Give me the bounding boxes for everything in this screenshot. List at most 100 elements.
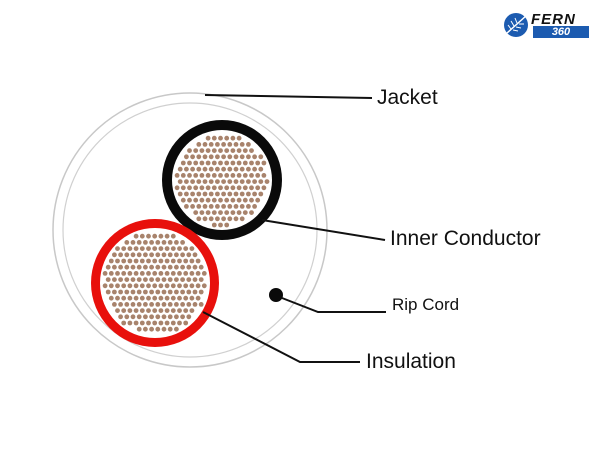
copper-strand: [193, 173, 199, 178]
copper-strand: [199, 197, 205, 203]
copper-strand: [205, 148, 211, 154]
copper-strand: [246, 166, 251, 172]
copper-strand: [143, 314, 148, 320]
copper-strand: [184, 166, 189, 172]
copper-strand: [130, 277, 136, 282]
copper-strand: [115, 246, 120, 252]
copper-strand: [152, 258, 158, 264]
copper-strand: [143, 264, 148, 270]
copper-strand: [152, 271, 158, 276]
copper-strand: [180, 197, 186, 203]
logo-fern-text: FERN: [531, 11, 576, 28]
copper-strand: [236, 135, 242, 141]
copper-strand: [139, 308, 145, 313]
copper-strand: [139, 320, 145, 326]
copper-strand: [227, 166, 233, 172]
copper-strand: [205, 135, 211, 141]
copper-strand: [136, 264, 142, 270]
copper-strand: [180, 252, 186, 258]
copper-strand: [180, 314, 186, 320]
copper-strand: [167, 240, 173, 245]
copper-strand: [193, 210, 199, 216]
copper-strand: [227, 142, 233, 147]
copper-strand: [189, 308, 195, 313]
copper-strand: [118, 289, 123, 295]
copper-strand: [221, 154, 227, 160]
copper-strand: [149, 240, 155, 245]
copper-strand: [158, 308, 164, 313]
copper-strand: [112, 264, 117, 270]
copper-strand: [161, 240, 167, 245]
copper-strand: [102, 271, 108, 276]
copper-strand: [208, 204, 214, 209]
copper-strand: [177, 295, 182, 301]
copper-strand: [146, 320, 151, 326]
copper-strand: [152, 295, 158, 301]
copper-strand: [224, 185, 230, 191]
copper-strand: [139, 283, 145, 289]
copper-strand: [164, 271, 170, 276]
copper-strand: [136, 326, 142, 332]
copper-strand: [161, 314, 167, 320]
copper-strand: [208, 154, 214, 160]
copper-strand: [108, 295, 114, 301]
copper-strand: [118, 302, 123, 307]
copper-strand: [118, 264, 123, 270]
copper-strand: [133, 320, 139, 326]
copper-strand: [164, 320, 170, 326]
copper-strand: [124, 302, 130, 307]
copper-strand: [186, 289, 192, 295]
copper-strand: [198, 289, 204, 295]
inner-conductor-label: Inner Conductor: [390, 227, 541, 250]
inner-conductor-strands: [174, 135, 270, 228]
copper-strand: [193, 197, 199, 203]
copper-strand: [199, 173, 205, 178]
copper-strand: [236, 210, 242, 216]
copper-strand: [174, 264, 179, 270]
copper-strand: [155, 302, 161, 307]
copper-strand: [230, 210, 236, 216]
copper-strand: [180, 185, 186, 191]
copper-strand: [187, 148, 192, 154]
copper-strand: [215, 204, 220, 209]
copper-strand: [192, 289, 198, 295]
copper-strand: [115, 308, 120, 313]
copper-strand: [246, 204, 251, 209]
copper-strand: [242, 210, 248, 216]
copper-strand: [121, 283, 127, 289]
copper-strand: [192, 264, 198, 270]
copper-strand: [167, 277, 173, 282]
copper-strand: [161, 326, 167, 332]
copper-strand: [102, 283, 108, 289]
copper-strand: [112, 302, 117, 307]
copper-strand: [196, 179, 202, 185]
copper-strand: [221, 216, 227, 222]
copper-strand: [242, 197, 248, 203]
copper-strand: [164, 295, 170, 301]
copper-strand: [180, 173, 186, 178]
copper-strand: [149, 314, 155, 320]
copper-strand: [115, 271, 120, 276]
copper-strand: [239, 191, 245, 197]
copper-strand: [233, 166, 239, 172]
copper-strand: [258, 191, 264, 197]
copper-strand: [127, 308, 133, 313]
copper-strand: [155, 314, 161, 320]
copper-strand: [189, 271, 195, 276]
copper-strand: [249, 197, 254, 203]
copper-strand: [202, 204, 208, 209]
copper-strand: [205, 197, 211, 203]
copper-strand: [230, 160, 236, 166]
copper-strand: [236, 148, 242, 154]
copper-strand: [190, 154, 196, 160]
copper-strand: [121, 320, 127, 326]
copper-strand: [189, 283, 195, 289]
copper-strand: [246, 179, 251, 185]
copper-strand: [170, 295, 176, 301]
copper-strand: [127, 258, 133, 264]
copper-strand: [121, 308, 127, 313]
copper-strand: [208, 216, 214, 222]
copper-strand: [149, 302, 155, 307]
